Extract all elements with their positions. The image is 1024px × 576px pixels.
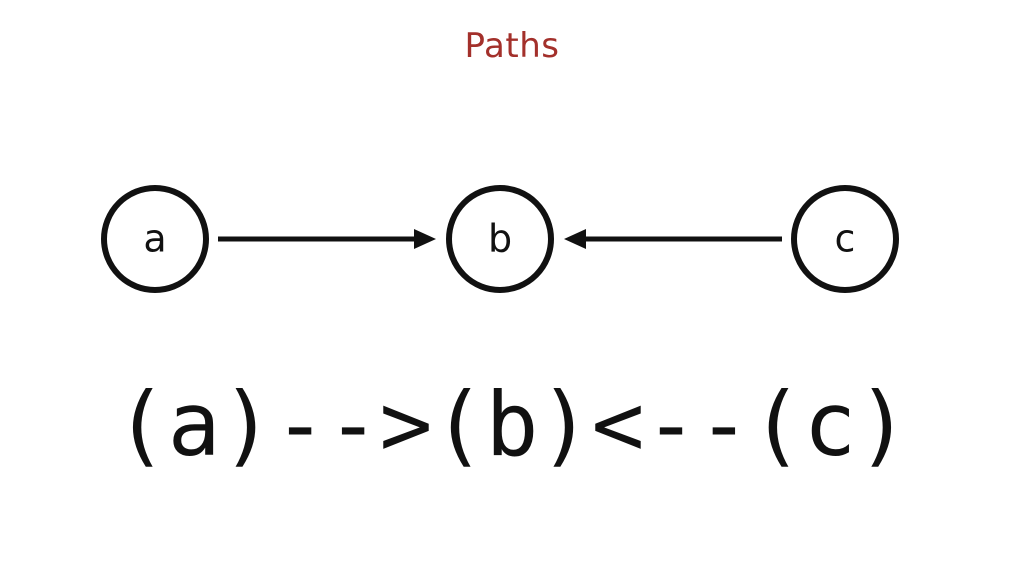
edge-a-to-b bbox=[218, 229, 436, 249]
node-c-circle bbox=[791, 185, 899, 293]
cypher-pattern-text: (a)-->(b)<--(c) bbox=[114, 373, 910, 476]
node-c: c bbox=[791, 185, 899, 293]
node-b: b bbox=[446, 185, 554, 293]
node-b-circle bbox=[446, 185, 554, 293]
node-a-label: a bbox=[143, 217, 166, 261]
edge-a-to-b-arrowhead bbox=[414, 229, 436, 249]
node-a-circle bbox=[101, 185, 209, 293]
edge-c-to-b bbox=[564, 229, 782, 249]
slide-title: Paths bbox=[464, 26, 560, 66]
node-b-label: b bbox=[488, 217, 512, 261]
edge-c-to-b-arrowhead bbox=[564, 229, 586, 249]
node-a: a bbox=[101, 185, 209, 293]
node-c-label: c bbox=[835, 217, 856, 261]
